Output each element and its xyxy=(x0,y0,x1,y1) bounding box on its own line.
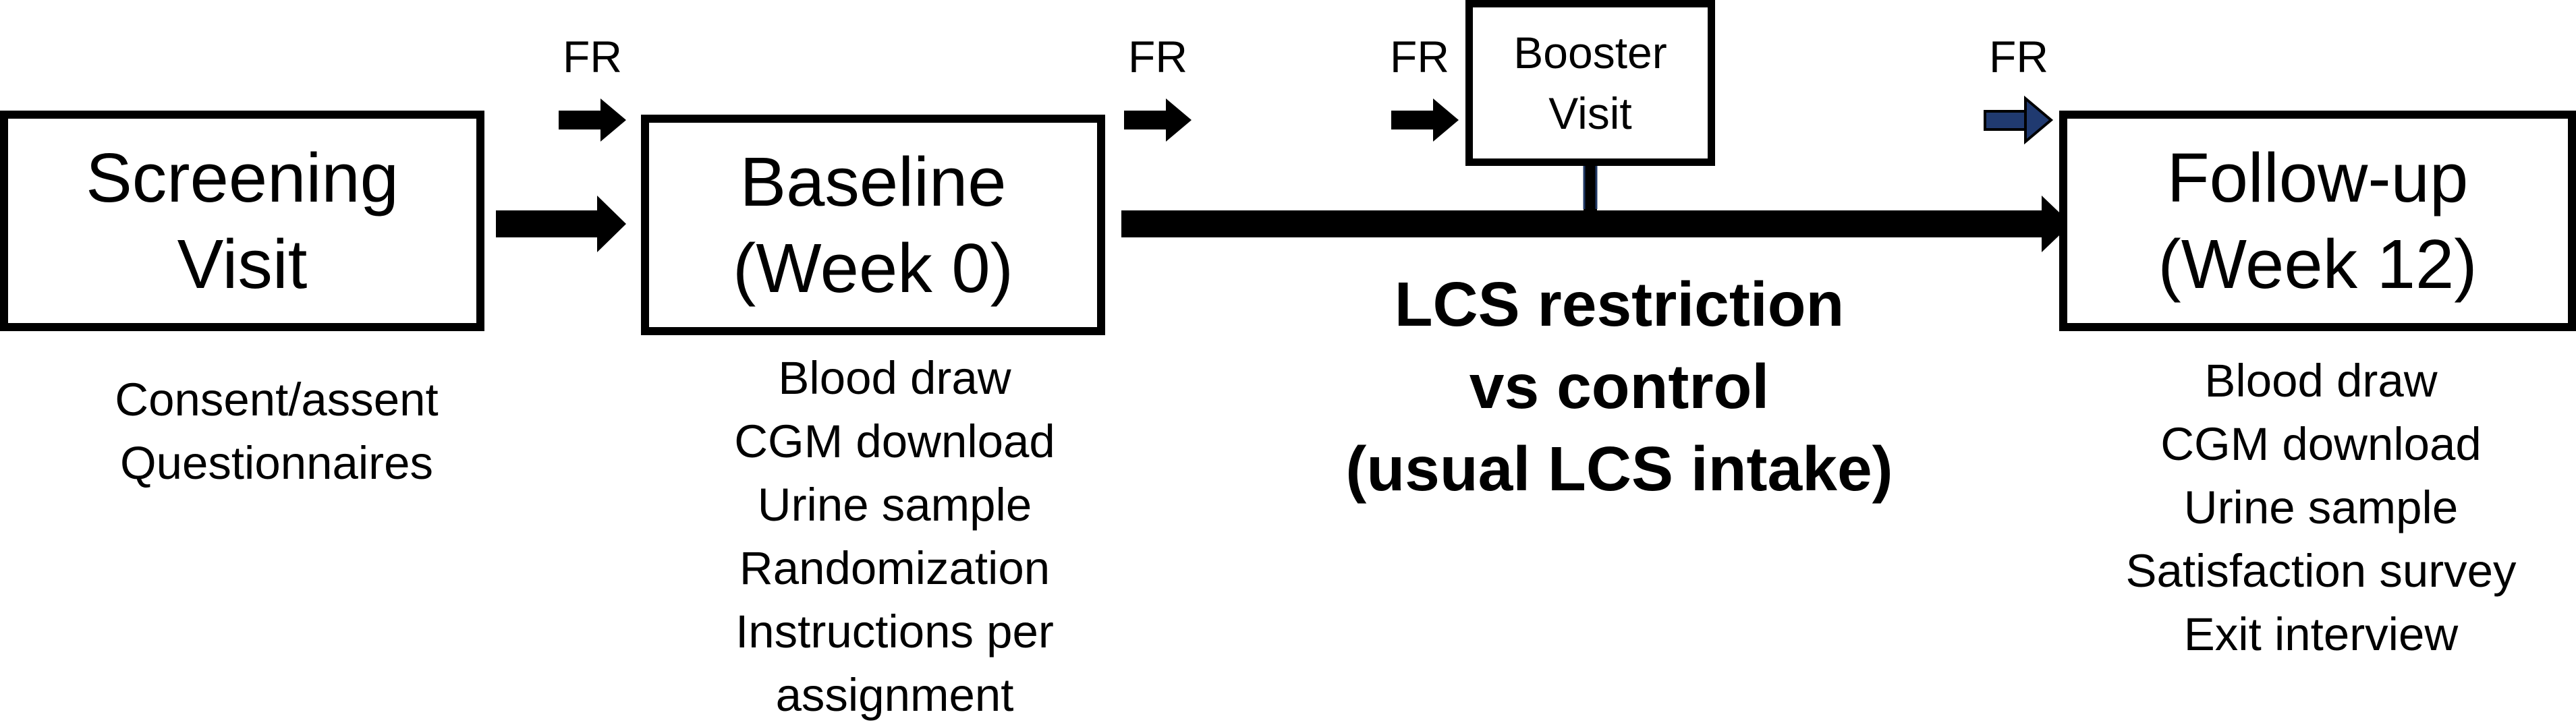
followup-box: Follow-up (Week 12) xyxy=(2059,111,2576,331)
baseline-item: Randomization xyxy=(739,542,1051,594)
followup-item: Exit interview xyxy=(2183,608,2459,660)
intervention-label-line: LCS restriction xyxy=(1394,269,1845,339)
baseline-title-line1: Baseline xyxy=(739,142,1007,221)
screening-visit-title-line1: Screening xyxy=(86,138,399,216)
baseline-item: assignment xyxy=(775,669,1014,721)
followup-item: Urine sample xyxy=(2183,482,2459,533)
followup-item: Blood draw xyxy=(2204,355,2438,407)
fr-label-1: FR xyxy=(563,32,622,82)
followup-title-line1: Follow-up xyxy=(2166,138,2469,216)
fr-label-4: FR xyxy=(1989,32,2048,82)
booster-visit-box: Booster Visit xyxy=(1465,0,1715,166)
screening-visit-title-line2: Visit xyxy=(177,225,308,303)
baseline-item: Blood draw xyxy=(778,352,1011,404)
baseline-items-list: Blood draw CGM download Urine sample Ran… xyxy=(659,347,1131,727)
fr-label-3: FR xyxy=(1390,32,1449,82)
intervention-label-line: (usual LCS intake) xyxy=(1345,434,1893,504)
arrow-screening-to-baseline xyxy=(496,196,626,252)
fr-arrow-3 xyxy=(1391,98,1459,142)
arrow-baseline-to-followup xyxy=(1121,196,2071,252)
followup-item: CGM download xyxy=(2160,418,2482,470)
baseline-item: CGM download xyxy=(734,415,1055,467)
fr-arrow-2 xyxy=(1124,98,1192,142)
screening-item: Consent/assent xyxy=(115,374,439,426)
baseline-box: Baseline (Week 0) xyxy=(641,115,1105,335)
intervention-label: LCS restriction vs control (usual LCS in… xyxy=(1248,263,1990,510)
screening-item: Questionnaires xyxy=(119,437,434,489)
followup-title-line2: (Week 12) xyxy=(2158,225,2477,303)
baseline-item: Urine sample xyxy=(757,479,1032,531)
followup-items-list: Blood draw CGM download Urine sample Sat… xyxy=(2078,349,2564,666)
intervention-label-line: vs control xyxy=(1469,351,1770,421)
booster-visit-title-line1: Booster xyxy=(1513,28,1667,78)
screening-items-list: Consent/assent Questionnaires xyxy=(40,368,513,495)
fr-label-2: FR xyxy=(1128,32,1187,82)
booster-visit-title-line2: Visit xyxy=(1548,88,1632,138)
followup-item: Satisfaction survey xyxy=(2125,545,2517,597)
baseline-title-line2: (Week 0) xyxy=(733,229,1013,307)
fr-arrow-4 xyxy=(1984,95,2054,145)
screening-visit-box: Screening Visit xyxy=(0,111,484,331)
booster-connector xyxy=(1583,162,1598,210)
baseline-item: Instructions per xyxy=(735,606,1054,658)
fr-arrow-1 xyxy=(559,98,626,142)
